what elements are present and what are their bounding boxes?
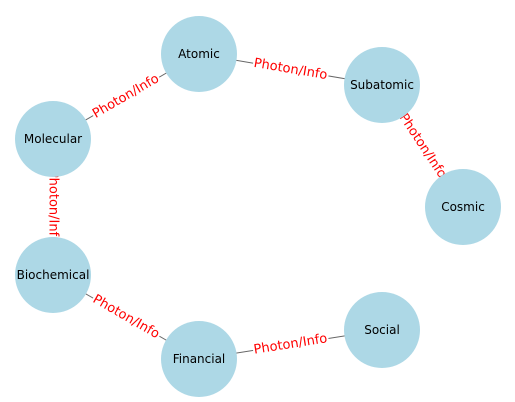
node-financial: Financial [161, 321, 237, 397]
node-label-social: Social [364, 323, 400, 337]
node-label-molecular: Molecular [24, 132, 82, 146]
node-circle-cosmic [425, 169, 501, 245]
edge-label-subatomic-cosmic: Photon/Info [396, 111, 450, 181]
edge-label-financial-social: Photon/Info [253, 331, 329, 357]
node-label-financial: Financial [173, 352, 226, 366]
edge-label-atomic-subatomic: Photon/Info [253, 56, 329, 83]
node-cosmic: Cosmic [425, 169, 501, 245]
edge-label-molecular-biochemical: Photon/Info [46, 170, 61, 244]
edge-label-biochemical-financial: Photon/Info [90, 292, 162, 342]
node-biochemical: Biochemical [15, 237, 91, 313]
node-label-cosmic: Cosmic [441, 200, 485, 214]
node-circle-financial [161, 321, 237, 397]
node-circle-atomic [161, 16, 237, 92]
node-circle-molecular [15, 101, 91, 177]
node-circle-social [344, 292, 420, 368]
node-molecular: Molecular [15, 101, 91, 177]
node-subatomic: Subatomic [344, 47, 420, 123]
node-circle-biochemical [15, 237, 91, 313]
node-social: Social [344, 292, 420, 368]
node-atomic: Atomic [161, 16, 237, 92]
node-circle-subatomic [344, 47, 420, 123]
node-label-biochemical: Biochemical [17, 268, 90, 282]
node-label-subatomic: Subatomic [350, 78, 414, 92]
node-label-atomic: Atomic [178, 47, 220, 61]
edge-label-atomic-molecular: Photon/Info [90, 71, 162, 121]
